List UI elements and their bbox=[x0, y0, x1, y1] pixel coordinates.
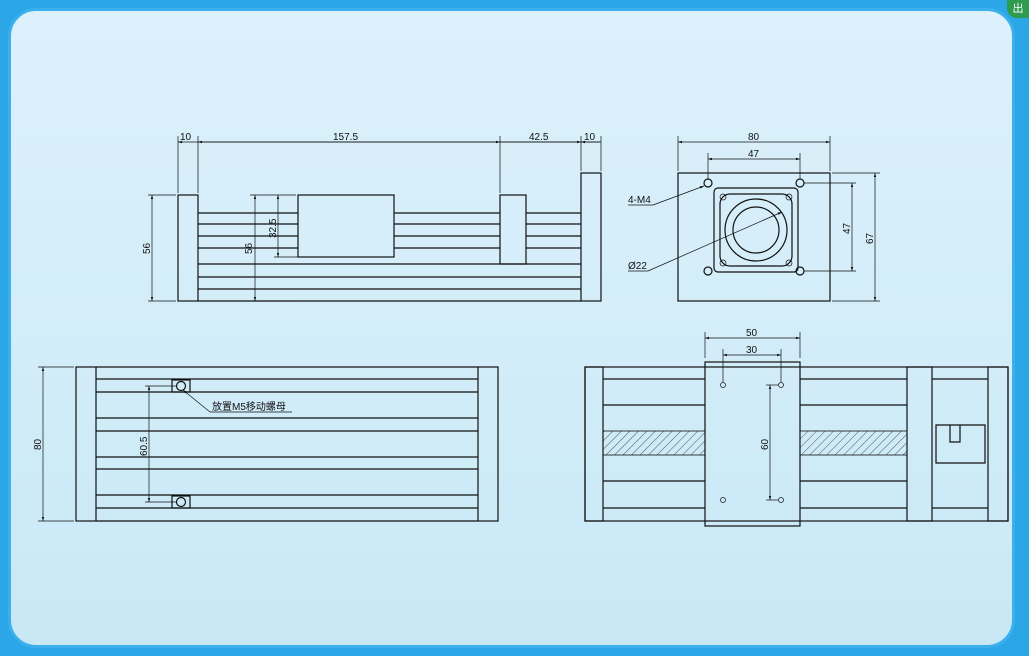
dim-side-height: 80 bbox=[33, 438, 44, 450]
note-m5-nut: 放置M5移动螺母 bbox=[212, 400, 286, 413]
end-view: 80 47 47 67 4-M4 Ø22 bbox=[628, 132, 880, 302]
dim-end-height: 67 bbox=[865, 232, 876, 244]
dim-top-10-right: 10 bbox=[584, 132, 596, 143]
top-view: 10 157.5 42.5 10 56 56 32.5 bbox=[142, 132, 602, 302]
dim-top-block: 32.5 bbox=[268, 218, 279, 238]
dim-top-height-inner: 56 bbox=[244, 242, 255, 254]
corner-badge[interactable]: 出 bbox=[1007, 0, 1029, 18]
label-diameter: Ø22 bbox=[628, 261, 647, 272]
dim-top-height-outer: 56 bbox=[142, 242, 153, 254]
dim-bottom-vertical: 60 bbox=[760, 438, 771, 450]
dim-bottom-width: 50 bbox=[746, 328, 758, 339]
drawing-panel bbox=[8, 8, 1015, 648]
dim-top-157: 157.5 bbox=[333, 132, 358, 143]
dim-top-10-left: 10 bbox=[180, 132, 192, 143]
dim-bottom-hole-spacing: 30 bbox=[746, 345, 758, 356]
side-view: 80 60.5 放置M5移动螺母 bbox=[33, 366, 499, 522]
dim-end-vertical-holes: 47 bbox=[842, 222, 853, 234]
dim-end-width: 80 bbox=[748, 132, 760, 143]
bottom-view: 50 30 60 bbox=[584, 328, 1009, 527]
dim-end-hole-spacing: 47 bbox=[748, 149, 760, 160]
label-4-m4: 4-M4 bbox=[628, 195, 651, 206]
dim-side-nut-spacing: 60.5 bbox=[139, 436, 150, 456]
dim-top-42: 42.5 bbox=[529, 132, 549, 143]
